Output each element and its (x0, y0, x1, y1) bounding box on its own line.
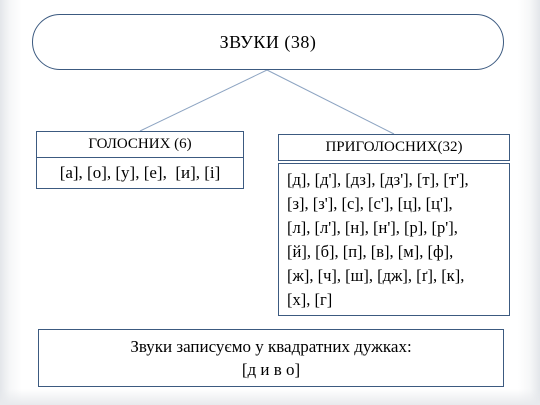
consonants-line: [й], [б], [п], [в], [м], [ф], (287, 242, 454, 261)
consonants-line: [д], [д'], [дз], [дз'], [т], [т'], (287, 170, 469, 189)
note-box: Звуки записуємо у квадратних дужках: [д … (38, 329, 504, 387)
consonants-header: ПРИГОЛОСНИХ(32) (278, 134, 510, 161)
vowels-header-label: ГОЛОСНИХ (6) (88, 136, 192, 152)
slide-background-shade (0, 389, 540, 405)
consonants-content-box: [д], [д'], [дз], [дз'], [т], [т'], [з], … (278, 163, 510, 316)
vowels-content-box: [а], [о], [у], [е], [и], [і] (36, 157, 244, 189)
consonants-line: [л], [л'], [н], [н'], [р], [р'], (287, 218, 458, 237)
consonants-line: [з], [з'], [с], [с'], [ц], [ц'], (287, 194, 453, 213)
connector-to-consonants (266, 69, 395, 135)
connector-to-vowels (139, 69, 268, 132)
vowels-list: [а], [о], [у], [е], [и], [і] (59, 163, 221, 182)
root-node-label: ЗВУКИ (38) (219, 31, 317, 52)
root-node-sounds: ЗВУКИ (38) (32, 14, 504, 70)
note-example: [д и в о] (241, 360, 301, 379)
consonants-header-label: ПРИГОЛОСНИХ(32) (325, 139, 463, 155)
consonants-line: [ж], [ч], [ш], [дж], [ґ], [к], (287, 266, 465, 285)
consonants-line: [х], [г] (287, 290, 333, 309)
note-text: Звуки записуємо у квадратних дужках: (130, 337, 412, 356)
vowels-header: ГОЛОСНИХ (6) (36, 131, 244, 158)
